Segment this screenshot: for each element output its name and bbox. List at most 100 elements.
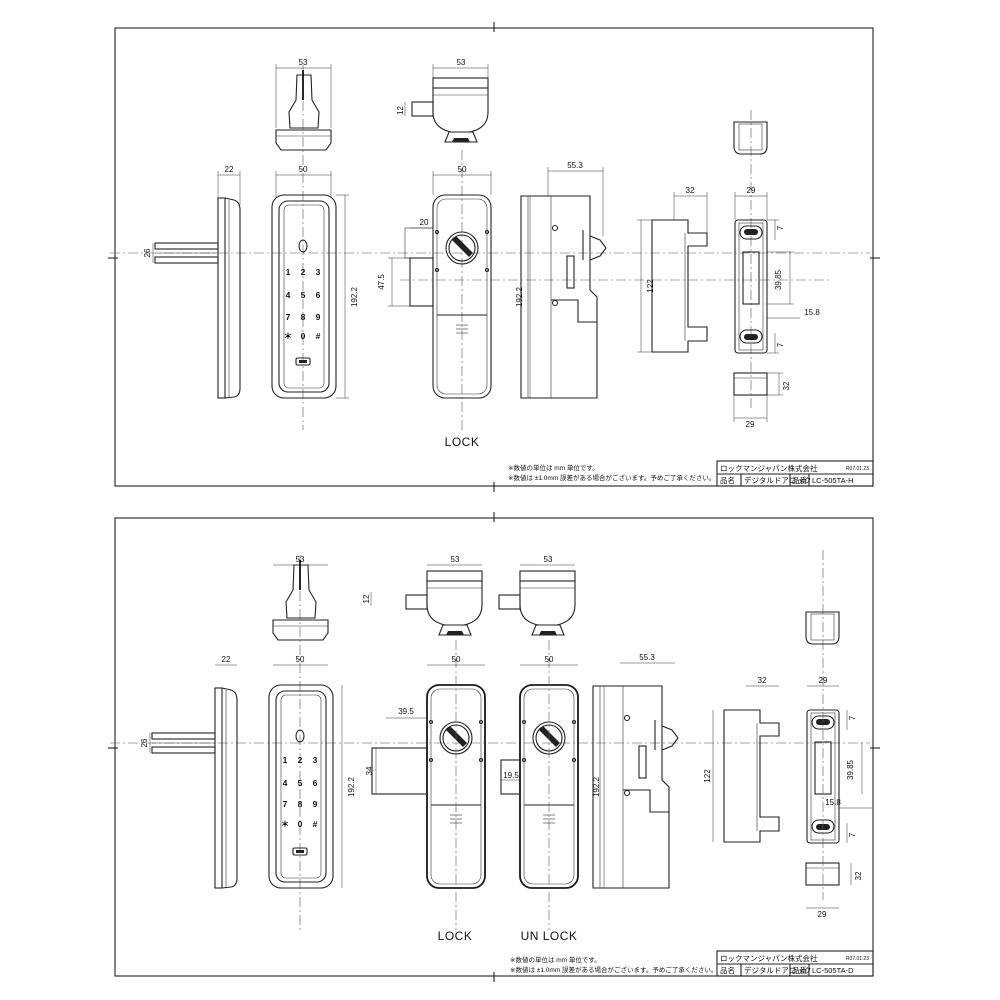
code-value: LC-505TA-D xyxy=(812,966,854,975)
dim-label: 15.8 xyxy=(804,308,820,317)
dim-label: 192.2 xyxy=(347,776,356,797)
dimensions xyxy=(152,64,800,422)
key: 2 xyxy=(298,755,303,765)
dim-label: 22 xyxy=(222,655,231,664)
code-value: LC-505TA-H xyxy=(812,476,854,485)
dim-label: 7 xyxy=(776,225,785,230)
name-value: デジタルドアロック xyxy=(744,965,811,975)
key: ＊ xyxy=(284,331,293,341)
lock-label: LOCK xyxy=(438,929,473,943)
strike-side-view xyxy=(651,219,708,353)
name-label: 品名 xyxy=(720,965,735,975)
dim-label: 12 xyxy=(362,594,371,603)
strike-cap-top xyxy=(805,611,840,645)
name-value: デジタルドアロック xyxy=(744,475,811,485)
dim-label: 29 xyxy=(819,676,828,685)
dim-label: 29 xyxy=(818,910,827,919)
dim-label: 34 xyxy=(365,766,374,775)
key: 1 xyxy=(283,755,288,765)
key: 2 xyxy=(301,267,306,277)
title-block: ロックマンジャパン株式会社 R07.01.23 品名 デジタルドアロック 品番 … xyxy=(716,950,874,977)
dim-label: 32 xyxy=(782,381,791,390)
dim-label: 47.5 xyxy=(377,274,386,290)
dim-label: 53 xyxy=(296,555,305,564)
key: 8 xyxy=(298,799,303,809)
note-line: ※数値は ±1.0mm 誤差がある場合がございます。予めご了承ください。 xyxy=(510,965,717,974)
key: 9 xyxy=(313,799,318,809)
dim-label: 122 xyxy=(703,769,712,783)
note-line: ※数値の単位は mm 単位です。 xyxy=(508,463,599,472)
key: 0 xyxy=(301,331,306,341)
code-label: 品番 xyxy=(792,475,807,485)
dim-label: 26 xyxy=(143,248,152,257)
dim-label: 22 xyxy=(225,165,234,174)
dim-label: 39.85 xyxy=(774,269,783,290)
dim-label: 32 xyxy=(854,871,863,880)
dim-label: 32 xyxy=(686,186,695,195)
dim-label: 32 xyxy=(758,676,767,685)
company-name: ロックマンジャパン株式会社 xyxy=(720,463,818,473)
dim-label: 192.2 xyxy=(515,286,524,307)
body-top-view xyxy=(411,77,489,143)
key: 3 xyxy=(313,755,318,765)
dim-label: 53 xyxy=(544,555,553,564)
strike-side-view xyxy=(723,709,780,843)
note-line: ※数値の単位は mm 単位です。 xyxy=(510,955,601,964)
sheet-h: 1 2 3 4 5 6 7 8 9 ＊ 0 # xyxy=(107,21,881,493)
dim-label: 29 xyxy=(747,186,756,195)
keypad: 1 2 3 4 5 6 7 8 9 ＊ 0 # xyxy=(284,267,321,341)
drawing-date: R07.01.23 xyxy=(846,956,869,962)
dim-label: 39.5 xyxy=(398,707,414,716)
dim-label: 15.8 xyxy=(825,798,841,807)
key: 6 xyxy=(313,778,318,788)
key: 9 xyxy=(316,312,321,322)
dim-label: 50 xyxy=(458,165,467,174)
key: ＊ xyxy=(281,819,290,829)
dim-label: 50 xyxy=(452,655,461,664)
dim-label: 53 xyxy=(457,58,466,67)
title-block: ロックマンジャパン株式会社 R07.01.23 品名 デジタルドアロック 品番 … xyxy=(716,460,874,487)
dim-label: 192.2 xyxy=(350,286,359,307)
dim-label: 50 xyxy=(296,655,305,664)
dim-label: 55.3 xyxy=(567,161,583,170)
dim-label: 53 xyxy=(451,555,460,564)
dim-label: 26 xyxy=(140,738,149,747)
key: # xyxy=(313,819,318,829)
key: 7 xyxy=(286,312,291,322)
key: 5 xyxy=(298,778,303,788)
dim-label: 29 xyxy=(746,420,755,429)
key: 8 xyxy=(301,312,306,322)
body-side-view xyxy=(520,195,607,399)
key: 6 xyxy=(316,290,321,300)
body-top-view-unlock xyxy=(498,570,576,636)
dim-label: 50 xyxy=(545,655,554,664)
key: 4 xyxy=(286,290,291,300)
strike-cap-bottom xyxy=(733,372,768,396)
latch-bolt xyxy=(409,257,434,307)
strike-cap-bottom xyxy=(805,862,840,886)
key: # xyxy=(316,331,321,341)
dim-label: 12 xyxy=(396,105,405,114)
key: 1 xyxy=(286,267,291,277)
key: 0 xyxy=(298,819,303,829)
keypad: 1 2 3 4 5 6 7 8 9 ＊ 0 # xyxy=(281,755,318,829)
drawing-date: R07.01.23 xyxy=(846,466,869,472)
key: 4 xyxy=(283,778,288,788)
dim-label: 53 xyxy=(299,58,308,67)
key: 5 xyxy=(301,290,306,300)
strike-cap-top xyxy=(733,121,768,155)
lock-label: LOCK xyxy=(445,435,480,449)
dim-label: 20 xyxy=(420,218,429,227)
dim-label: 7 xyxy=(848,715,857,720)
unlock-label: UN LOCK xyxy=(521,929,578,943)
sheet-d: 1 2 3 4 5 6 7 8 9 ＊ 0 # xyxy=(107,511,881,983)
body-top-view-lock xyxy=(405,570,483,636)
dim-label: 7 xyxy=(848,832,857,837)
note-line: ※数値は ±1.0mm 誤差がある場合がございます。予めご了承ください。 xyxy=(508,473,715,482)
company-name: ロックマンジャパン株式会社 xyxy=(720,953,818,963)
body-side-view xyxy=(592,685,679,889)
dimensions xyxy=(149,564,872,909)
key: 7 xyxy=(283,799,288,809)
name-label: 品名 xyxy=(720,475,735,485)
dim-label: 7 xyxy=(776,342,785,347)
